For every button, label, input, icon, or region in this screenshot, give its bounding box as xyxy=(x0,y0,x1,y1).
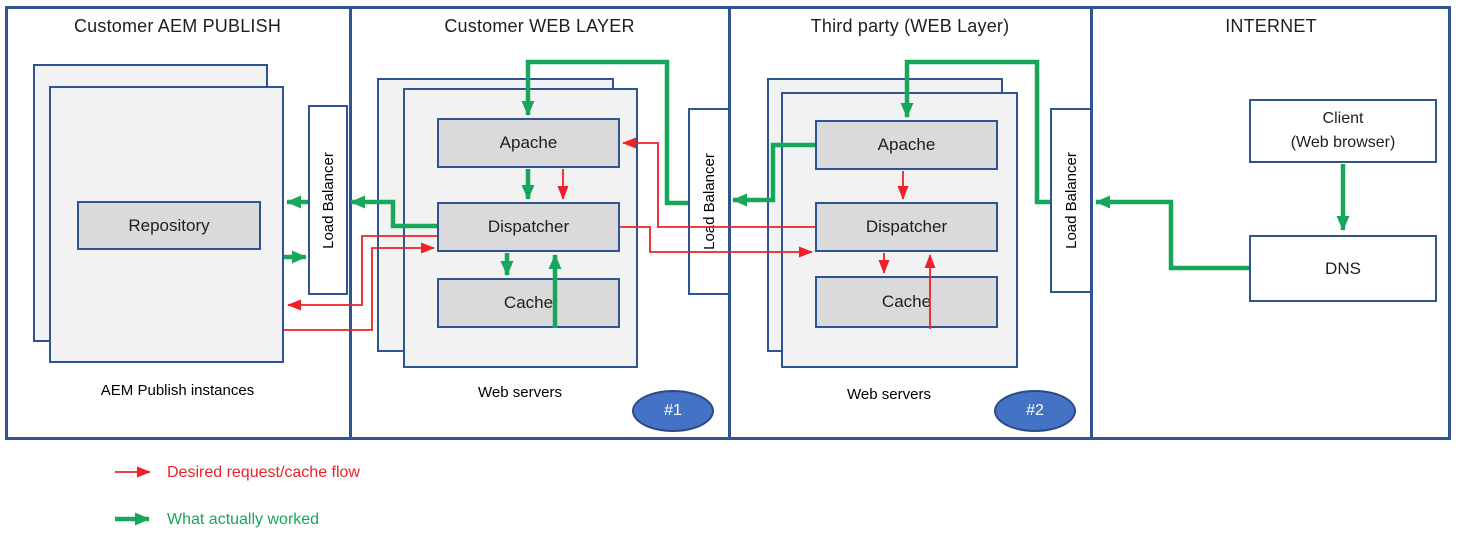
section-divider-1 xyxy=(349,6,352,440)
badge-1: #1 xyxy=(632,390,714,432)
dispatcher1-node: Dispatcher xyxy=(437,202,620,252)
section-title-third-party: Third party (WEB Layer) xyxy=(810,16,1010,36)
load-balancer-1: Load Balancer xyxy=(308,105,348,295)
badge-2: #2 xyxy=(994,390,1076,432)
web-servers-label-2: Web servers xyxy=(847,386,931,403)
load-balancer-3: Load Balancer xyxy=(1050,108,1092,293)
legend-worked-flow-label: What actually worked xyxy=(167,511,320,528)
load-balancer-1-label: Load Balancer xyxy=(319,151,337,249)
section-title-internet: INTERNET xyxy=(1225,16,1317,36)
web-servers-label-1: Web servers xyxy=(478,384,562,401)
apache2-node: Apache xyxy=(815,120,998,170)
cache1-node: Cache xyxy=(437,278,620,328)
section-title-customer-web-layer: Customer WEB LAYER xyxy=(444,16,635,36)
apache1-node: Apache xyxy=(437,118,620,168)
dispatcher2-node: Dispatcher xyxy=(815,202,998,252)
client-node-line1: Client xyxy=(1322,110,1364,127)
load-balancer-2-label: Load Balancer xyxy=(700,153,718,250)
load-balancer-2: Load Balancer xyxy=(688,108,730,295)
load-balancer-3-label: Load Balancer xyxy=(1062,152,1080,249)
aem-publish-instances-label: AEM Publish instances xyxy=(100,382,255,399)
section-title-aem-publish: Customer AEM PUBLISH xyxy=(73,16,282,36)
client-node: Client (Web browser) xyxy=(1249,99,1437,163)
legend-desired-flow-label: Desired request/cache flow xyxy=(167,464,360,481)
repository-node: Repository xyxy=(77,201,261,250)
dns-node: DNS xyxy=(1249,235,1437,302)
client-node-line2: (Web browser) xyxy=(1290,134,1396,151)
cache2-node: Cache xyxy=(815,276,998,328)
